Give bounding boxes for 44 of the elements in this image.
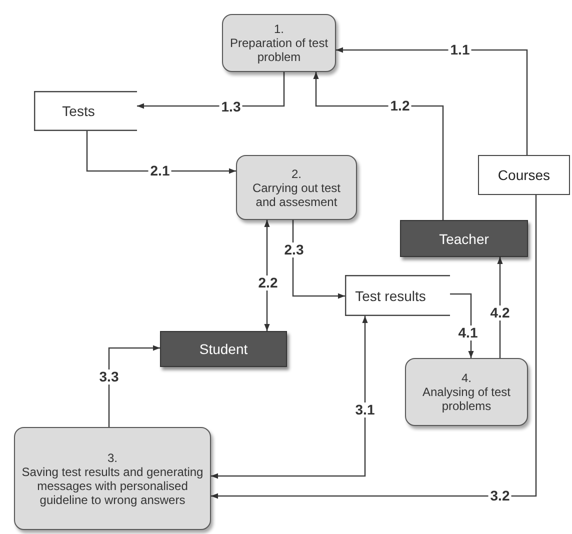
step-number: 4.	[461, 371, 472, 385]
connector-arrow	[211, 195, 537, 499]
process-box	[14, 427, 211, 530]
process-box	[236, 155, 357, 220]
external-box	[478, 155, 570, 195]
node-label: Carrying out test and assesment	[251, 180, 342, 208]
step-number: 2.	[291, 166, 302, 180]
edge-label: 4.2	[488, 306, 512, 320]
connector-arrow	[211, 316, 368, 479]
edge-label: 3.1	[353, 402, 377, 418]
node-label: Student	[199, 341, 248, 357]
node-label: Courses	[498, 167, 550, 183]
connector-arrow	[292, 220, 345, 299]
edge-label: 4.1	[456, 326, 480, 340]
data-store	[345, 275, 450, 316]
edge-label: 2.1	[148, 164, 172, 178]
connector-arrow	[86, 131, 236, 174]
process-box	[222, 14, 336, 72]
process-box	[405, 358, 528, 426]
connector-arrow	[313, 72, 444, 220]
step-number: 1.	[274, 22, 284, 36]
connector-arrow	[108, 345, 160, 427]
edge-label: 1.2	[388, 98, 412, 114]
connector-arrow	[336, 47, 528, 155]
step-number: 3.	[107, 450, 118, 464]
connector-arrow	[497, 257, 503, 358]
edge-label: 3.2	[488, 488, 512, 504]
node-label: Preparation of test problem	[228, 36, 330, 64]
edge-label: 2.2	[256, 276, 280, 290]
entity-box	[160, 331, 287, 367]
connector-arrow	[137, 72, 285, 109]
entity-box	[400, 220, 528, 257]
edge-label: 2.3	[282, 242, 306, 258]
node-label: Teacher	[439, 230, 489, 246]
node-label: Saving test results and generating messages with personalised guideline to wrong answers	[20, 464, 204, 506]
node-label: Analysing of test problems	[421, 385, 512, 413]
data-store	[34, 91, 137, 131]
edge-label: 1.3	[219, 100, 243, 114]
connector-arrow	[450, 293, 474, 358]
node-label: Tests	[62, 103, 96, 119]
connector-arrow	[264, 220, 270, 331]
edge-label: 3.3	[97, 370, 121, 384]
node-label: Test results	[355, 288, 427, 304]
edge-label: 1.1	[448, 42, 472, 58]
